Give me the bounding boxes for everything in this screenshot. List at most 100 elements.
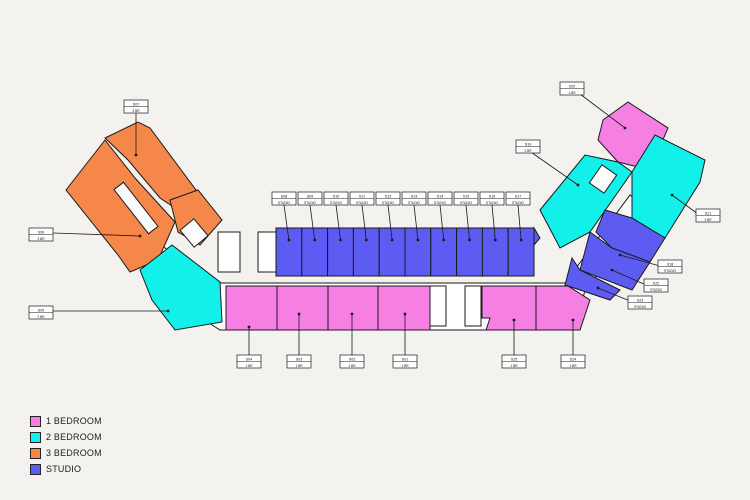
unit-s22[interactable] [579, 231, 651, 291]
legend-item-studio: STUDIO [30, 461, 102, 477]
tag-s25[interactable]: S25 1 BR [501, 354, 527, 369]
legend-label: STUDIO [46, 464, 82, 474]
unit-s16[interactable] [481, 227, 509, 277]
unit-s14[interactable] [430, 227, 458, 277]
tag-unit: S05 [38, 309, 44, 313]
one-bedroom-row [225, 285, 431, 331]
unit-s12[interactable] [378, 227, 406, 277]
legend-label: 3 BEDROOM [46, 448, 102, 458]
leader-line [387, 204, 393, 241]
tag-unit: S20 [569, 85, 575, 89]
leader-dot [247, 325, 251, 329]
leader-dot [134, 153, 138, 157]
wing-right [539, 101, 706, 301]
unit-s25[interactable] [481, 285, 537, 331]
tag-type: STUDIO [460, 201, 473, 205]
tag-type: 2 BR [704, 218, 712, 222]
wing-3-bedroom [65, 121, 223, 273]
leader-dot [576, 183, 580, 187]
tag-unit: S21 [705, 212, 711, 216]
leader-dot [596, 286, 600, 290]
tag-unit: S17 [515, 195, 521, 199]
unit-s02[interactable] [327, 285, 380, 331]
unit-s08[interactable] [275, 227, 303, 277]
tag-unit: S19 [525, 143, 531, 147]
legend-item-2-bedroom: 2 BEDROOM [30, 429, 102, 445]
unit-s05[interactable] [139, 244, 223, 331]
legend-swatch-studio [30, 463, 41, 475]
tag-type: 1 BR [401, 364, 409, 368]
leader-line [361, 204, 367, 241]
tag-unit: S04 [246, 358, 252, 362]
leader-dot [350, 312, 354, 316]
tag-type: STUDIO [634, 305, 647, 309]
unit-tags: S08STUDIOS09STUDIOS10STUDIOS11STUDIOS12S… [28, 81, 721, 369]
tag-type: STUDIO [434, 201, 447, 205]
tag-type: STUDIO [650, 288, 663, 292]
leader-dot [364, 238, 368, 242]
tag-type: 1 BR [295, 364, 303, 368]
core-gap [429, 285, 447, 327]
leader-dot [166, 309, 170, 313]
unit-s09[interactable] [301, 227, 329, 277]
tag-type: 1 BR [510, 364, 518, 368]
unit-s13[interactable] [404, 227, 432, 277]
legend-swatch-1-bedroom [30, 415, 41, 427]
tag-type: STUDIO [356, 201, 369, 205]
leader-dot [618, 253, 622, 257]
leader-line [491, 204, 496, 241]
unit-s11[interactable] [352, 227, 380, 277]
tag-unit: S14 [437, 195, 443, 199]
tag-type: STUDIO [330, 201, 343, 205]
leader-line [413, 204, 419, 241]
tag-type: 1 BR [569, 364, 577, 368]
tag-type: STUDIO [486, 201, 499, 205]
leader-dot [519, 238, 523, 242]
tag-unit: S23 [637, 299, 643, 303]
unit-s24[interactable] [535, 285, 591, 331]
studio-row [275, 226, 541, 277]
unit-s03[interactable] [276, 285, 329, 331]
tag-unit: S25 [511, 358, 517, 362]
tag-unit: S15 [463, 195, 469, 199]
unit-s04[interactable] [225, 285, 278, 331]
unit-s01[interactable] [377, 285, 431, 331]
leader-dot [339, 238, 342, 242]
unit-s06[interactable] [65, 139, 176, 273]
tag-type: 3 BR [37, 237, 45, 241]
tag-s21[interactable]: S21 2 BR [695, 208, 721, 223]
unit-s17[interactable] [507, 227, 535, 277]
tag-type: 3 BR [132, 109, 140, 113]
unit-s10[interactable] [327, 227, 354, 277]
tag-unit: S18 [667, 263, 673, 267]
core-lift-left [257, 231, 277, 273]
tag-unit: S13 [411, 195, 417, 199]
leader-line [611, 269, 647, 286]
legend-swatch-2-bedroom [30, 431, 41, 443]
unit-s15[interactable] [456, 227, 483, 277]
